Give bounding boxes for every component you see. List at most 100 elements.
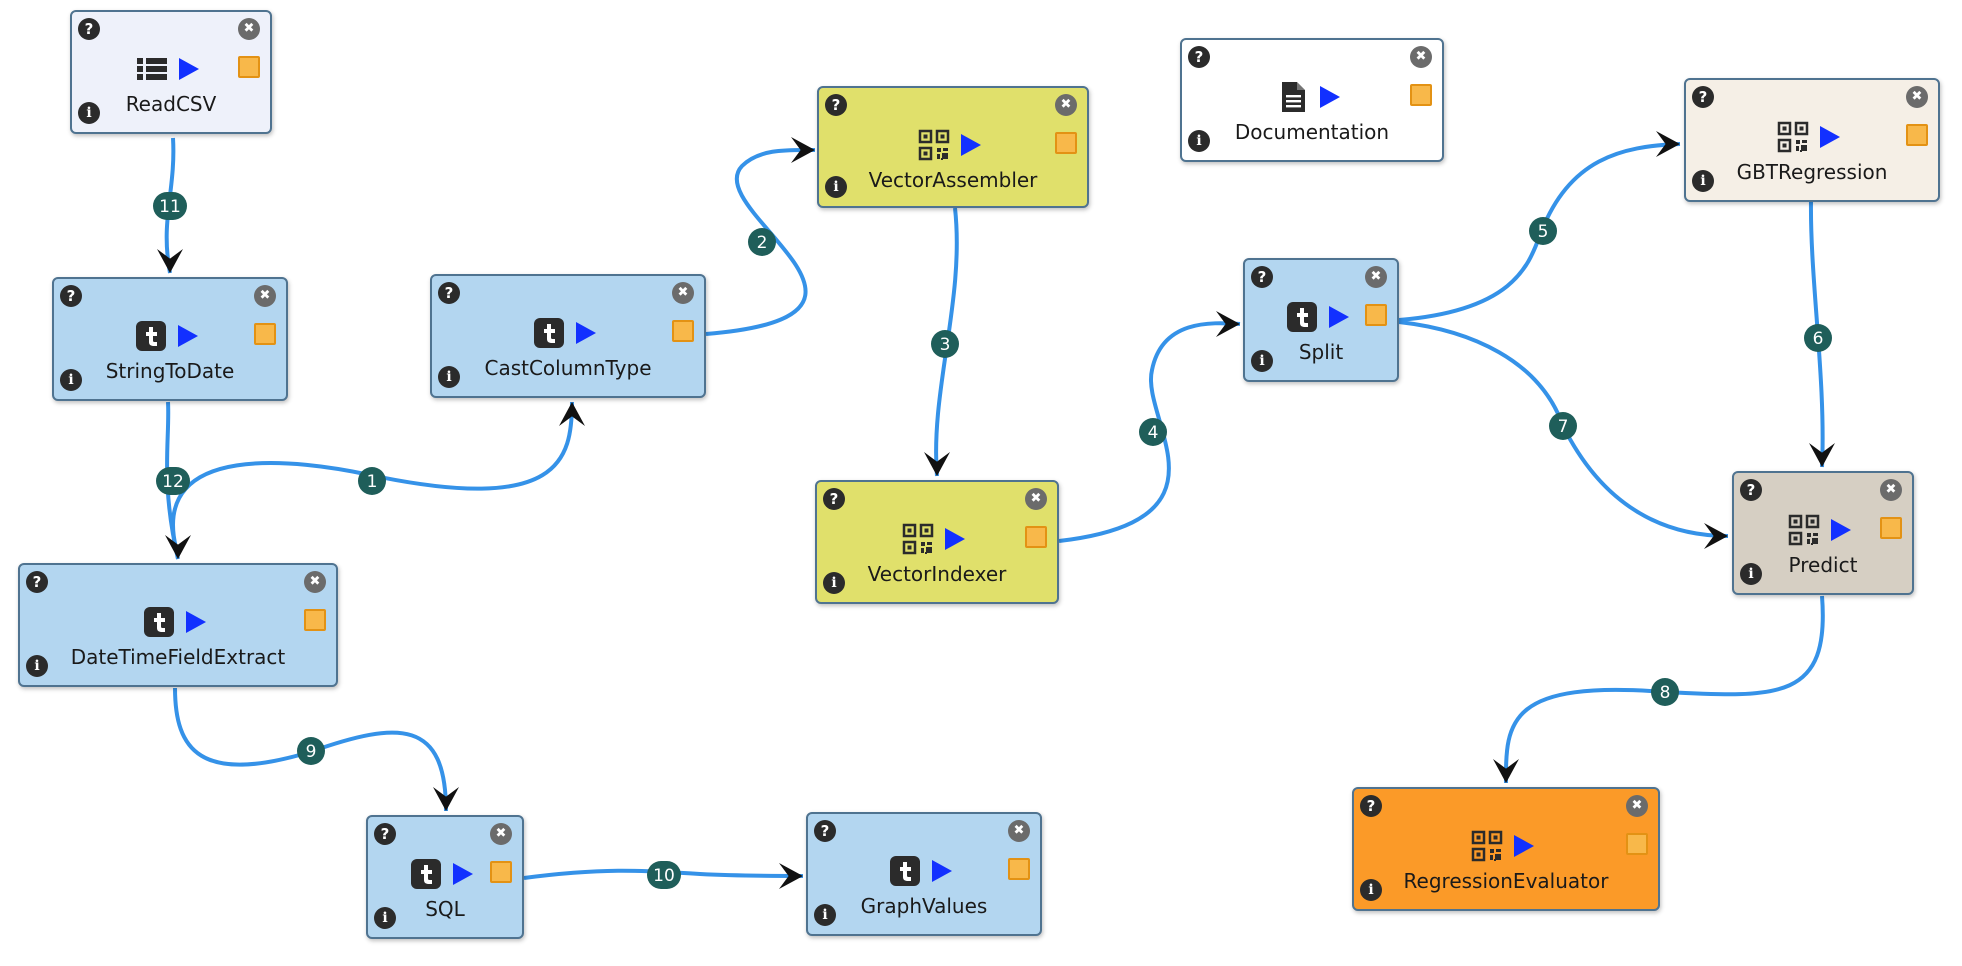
node-title: Split (1298, 340, 1344, 364)
edge-split-to-gbtregression[interactable]: 5 (1398, 131, 1681, 322)
node-readcsv[interactable]: ?i✖ReadCSV (70, 10, 272, 134)
node-title: GBTRegression (1736, 160, 1888, 184)
tumblr-t-icon (134, 319, 168, 357)
play-icon[interactable] (945, 528, 965, 550)
close-icon[interactable]: ✖ (238, 18, 260, 40)
edge-stringtodate-to-datetimefieldextract[interactable]: 12 (156, 401, 191, 560)
edge-vectorindexer-to-split[interactable]: 4 (1058, 311, 1241, 543)
edge-sql-to-graphvalues[interactable]: 10 (523, 861, 804, 889)
node-sql[interactable]: ?i✖SQL (366, 815, 524, 939)
node-title: VectorAssembler (868, 168, 1038, 192)
play-icon[interactable] (179, 58, 199, 80)
edge-datetimefieldextract-to-sql[interactable]: 9 (173, 687, 459, 812)
node-regressionevaluator[interactable]: ?i✖RegressionEvaluator (1352, 787, 1660, 911)
play-icon[interactable] (1329, 306, 1349, 328)
play-icon[interactable] (932, 860, 952, 882)
close-icon[interactable]: ✖ (672, 282, 694, 304)
arrowhead (1493, 759, 1519, 783)
play-icon[interactable] (1320, 86, 1340, 108)
status-indicator (1410, 84, 1432, 106)
help-icon[interactable]: ? (1360, 795, 1382, 817)
node-predict[interactable]: ?i✖Predict (1732, 471, 1914, 595)
status-indicator (238, 56, 260, 78)
info-icon[interactable]: i (374, 907, 396, 929)
node-vectorassembler[interactable]: ? i ✖ VectorAssembler (817, 86, 1089, 208)
edge-datetimefieldextract-to-castcolumntype[interactable]: 1 (171, 401, 585, 549)
play-icon[interactable] (961, 134, 981, 156)
node-vectorindexer[interactable]: ?i✖VectorIndexer (815, 480, 1059, 604)
edge-castcolumntype-to-vectorassembler[interactable]: 2 (705, 137, 816, 336)
play-icon[interactable] (186, 611, 206, 633)
help-icon[interactable]: ? (26, 571, 48, 593)
close-icon[interactable]: ✖ (1880, 479, 1902, 501)
close-icon[interactable]: ✖ (1025, 488, 1047, 510)
tumblr-t-icon (409, 857, 443, 895)
help-icon[interactable]: ? (1188, 46, 1210, 68)
edge-split-to-predict[interactable]: 7 (1398, 320, 1729, 549)
node-title: DateTimeFieldExtract (70, 645, 286, 669)
edge-predict-to-regressionevaluator[interactable]: 8 (1493, 595, 1825, 784)
edge-label-badge (358, 467, 386, 495)
arrowhead (1809, 443, 1835, 467)
help-icon[interactable]: ? (814, 820, 836, 842)
node-title: Documentation (1234, 120, 1390, 144)
close-icon[interactable]: ✖ (1008, 820, 1030, 842)
arrowhead (1216, 311, 1240, 337)
info-icon[interactable]: i (1188, 130, 1210, 152)
info-icon[interactable]: i (1251, 350, 1273, 372)
info-icon[interactable]: i (814, 904, 836, 926)
node-stringtodate[interactable]: ?i✖StringToDate (52, 277, 288, 401)
close-icon[interactable]: ✖ (1626, 795, 1648, 817)
help-icon[interactable]: ? (438, 282, 460, 304)
help-icon[interactable]: ? (60, 285, 82, 307)
info-icon[interactable]: i (60, 369, 82, 391)
play-icon[interactable] (1820, 126, 1840, 148)
qrcode-icon (1470, 829, 1504, 867)
info-icon[interactable]: i (825, 176, 847, 198)
close-icon[interactable]: ✖ (304, 571, 326, 593)
node-graphvalues[interactable]: ?i✖GraphValues (806, 812, 1042, 936)
node-castcolumntype[interactable]: ?i✖CastColumnType (430, 274, 706, 398)
play-icon[interactable] (576, 322, 596, 344)
tumblr-t-icon (888, 854, 922, 892)
help-icon[interactable]: ? (823, 488, 845, 510)
info-icon[interactable]: i (823, 572, 845, 594)
info-icon[interactable]: i (1360, 879, 1382, 901)
help-icon[interactable]: ? (1692, 86, 1714, 108)
info-icon[interactable]: i (1740, 563, 1762, 585)
help-icon[interactable]: ? (1740, 479, 1762, 501)
qrcode-icon (901, 522, 935, 560)
close-icon[interactable]: ✖ (490, 823, 512, 845)
help-icon[interactable]: ? (374, 823, 396, 845)
node-datetimefieldextract[interactable]: ? i ✖ DateTimeFieldExtract (18, 563, 338, 687)
close-icon[interactable]: ✖ (1906, 86, 1928, 108)
info-icon[interactable]: i (26, 655, 48, 677)
edge-readcsv-to-stringtodate[interactable]: 11 (153, 137, 187, 274)
play-icon[interactable] (1514, 835, 1534, 857)
play-icon[interactable] (178, 325, 198, 347)
list-icon (135, 52, 169, 90)
tumblr-t-icon (532, 316, 566, 354)
help-icon[interactable]: ? (1251, 266, 1273, 288)
arrowhead (433, 787, 459, 811)
status-indicator (672, 320, 694, 342)
help-icon[interactable]: ? (78, 18, 100, 40)
info-icon[interactable]: i (438, 366, 460, 388)
node-split[interactable]: ? i ✖ Split (1243, 258, 1399, 382)
info-icon[interactable]: i (1692, 170, 1714, 192)
close-icon[interactable]: ✖ (1055, 94, 1077, 116)
edge-vectorassembler-to-vectorindexer[interactable]: 3 (924, 207, 959, 477)
close-icon[interactable]: ✖ (1365, 266, 1387, 288)
info-icon[interactable]: i (78, 102, 100, 124)
play-icon[interactable] (1831, 519, 1851, 541)
close-icon[interactable]: ✖ (1410, 46, 1432, 68)
arrowhead (791, 137, 815, 163)
node-documentation[interactable]: ? i ✖ Documentation (1180, 38, 1444, 162)
close-icon[interactable]: ✖ (254, 285, 276, 307)
help-icon[interactable]: ? (825, 94, 847, 116)
play-icon[interactable] (453, 863, 473, 885)
node-gbtregression[interactable]: ? i ✖ GBTRegression (1684, 78, 1940, 202)
edge-gbtregression-to-predict[interactable]: 6 (1804, 201, 1835, 468)
status-indicator (1626, 833, 1648, 855)
